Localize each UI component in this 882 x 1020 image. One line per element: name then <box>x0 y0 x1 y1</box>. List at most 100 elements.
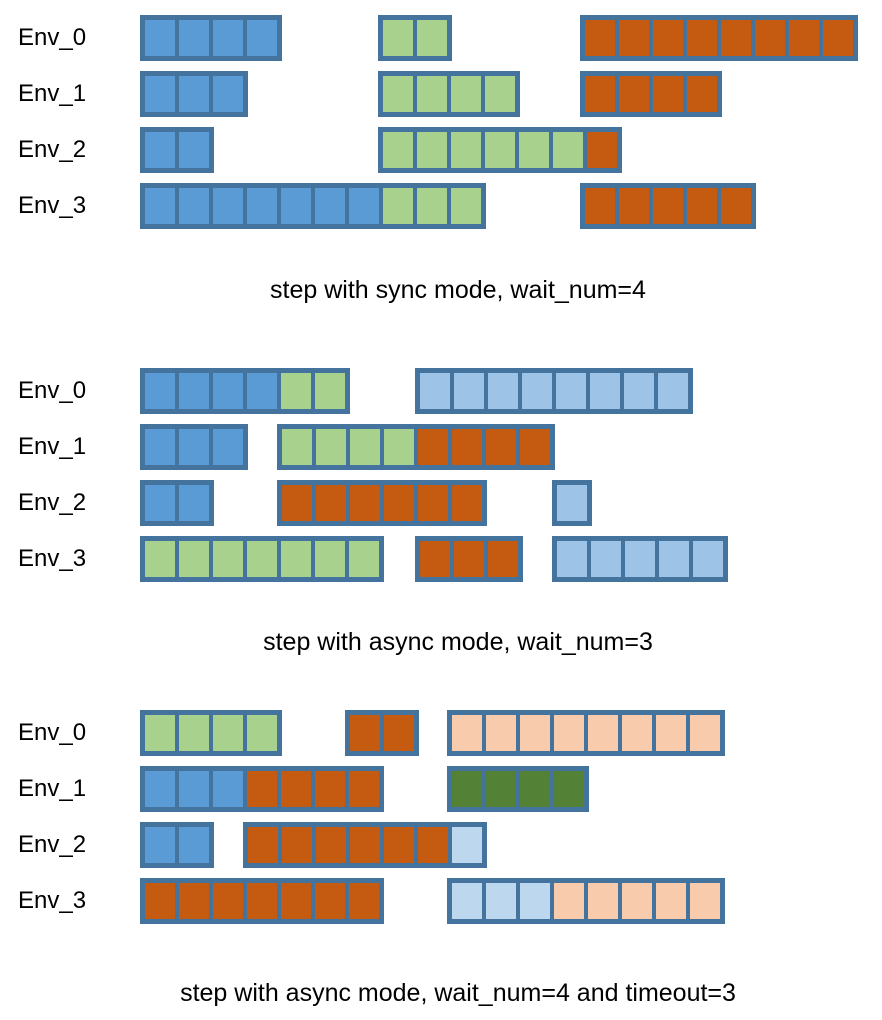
step-cell-orange <box>316 827 346 863</box>
step-cell-blue <box>179 771 209 807</box>
step-group <box>140 15 282 61</box>
env-row: Env_0 <box>0 15 882 61</box>
step-cell-blue <box>281 188 311 224</box>
step-cell-orange <box>452 485 482 521</box>
step-group <box>345 710 419 756</box>
step-cell-orange <box>315 771 345 807</box>
step-cell-orange <box>418 485 448 521</box>
step-cell-blue <box>349 188 379 224</box>
step-group <box>140 766 384 812</box>
step-cell-orange <box>721 188 751 224</box>
step-cell-orange <box>587 132 617 168</box>
step-cell-green <box>451 188 481 224</box>
step-cell-green <box>350 429 380 465</box>
step-cell-orange <box>520 429 550 465</box>
step-cell-green <box>179 541 209 577</box>
step-cell-dark_green <box>452 771 482 807</box>
step-cell-orange <box>653 20 683 56</box>
step-cell-blue <box>213 429 243 465</box>
step-cell-blue <box>213 76 243 112</box>
step-cell-peach <box>656 715 686 751</box>
step-cell-blue <box>247 188 277 224</box>
step-cell-orange <box>486 429 516 465</box>
step-cell-peach <box>452 715 482 751</box>
step-cell-orange <box>721 20 751 56</box>
step-cell-light_blue <box>454 373 484 409</box>
step-cell-blue <box>145 373 175 409</box>
step-cell-pale_blue <box>520 883 550 919</box>
step-cell-orange <box>384 715 414 751</box>
step-cell-orange <box>281 883 311 919</box>
step-group <box>140 822 214 868</box>
step-cell-orange <box>755 20 785 56</box>
step-cell-dark_green <box>554 771 584 807</box>
step-group <box>277 480 487 526</box>
step-cell-blue <box>213 771 243 807</box>
step-cell-orange <box>789 20 819 56</box>
step-cell-blue <box>145 485 175 521</box>
step-cell-blue <box>179 76 209 112</box>
step-cell-orange <box>384 827 414 863</box>
step-cell-pale_blue <box>452 883 482 919</box>
step-cell-orange <box>247 771 277 807</box>
step-cell-peach <box>690 883 720 919</box>
step-cell-dark_green <box>520 771 550 807</box>
step-cell-orange <box>454 541 484 577</box>
step-cell-orange <box>619 20 649 56</box>
env-label: Env_1 <box>18 433 87 460</box>
step-group <box>415 368 693 414</box>
step-cell-blue <box>145 20 175 56</box>
step-group <box>140 424 248 470</box>
step-cell-orange <box>349 883 379 919</box>
step-cell-light_blue <box>591 541 621 577</box>
step-cell-green <box>383 132 413 168</box>
step-group <box>277 424 555 470</box>
env-label: Env_0 <box>18 24 87 51</box>
env-row: Env_3 <box>0 878 882 924</box>
step-group <box>140 536 384 582</box>
step-cell-light_blue <box>522 373 552 409</box>
step-cell-light_blue <box>557 485 587 521</box>
step-group <box>580 183 756 229</box>
step-cell-blue <box>145 132 175 168</box>
step-group <box>447 710 725 756</box>
step-cell-green <box>213 541 243 577</box>
step-cell-blue <box>145 76 175 112</box>
step-cell-peach <box>588 715 618 751</box>
step-cell-blue <box>179 827 209 863</box>
env-row: Env_0 <box>0 368 882 414</box>
step-cell-pale_blue <box>486 883 516 919</box>
step-cell-orange <box>213 883 243 919</box>
step-cell-blue <box>179 373 209 409</box>
step-cell-green <box>451 132 481 168</box>
step-group <box>140 480 214 526</box>
step-group <box>140 368 350 414</box>
step-cell-pale_blue <box>452 827 482 863</box>
step-cell-peach <box>622 715 652 751</box>
step-cell-green <box>383 76 413 112</box>
step-cell-green <box>315 541 345 577</box>
step-cell-orange <box>350 485 380 521</box>
step-cell-orange <box>687 76 717 112</box>
step-group <box>243 822 487 868</box>
step-cell-green <box>316 429 346 465</box>
step-cell-peach <box>554 715 584 751</box>
step-group <box>378 127 622 173</box>
step-cell-green <box>384 429 414 465</box>
step-cell-blue <box>213 373 243 409</box>
step-cell-blue <box>179 188 209 224</box>
step-cell-light_blue <box>557 541 587 577</box>
env-label: Env_2 <box>18 489 87 516</box>
step-cell-blue <box>213 20 243 56</box>
env-row: Env_1 <box>0 71 882 117</box>
step-cell-orange <box>585 76 615 112</box>
step-group <box>378 71 520 117</box>
env-label: Env_3 <box>18 192 87 219</box>
step-cell-light_blue <box>590 373 620 409</box>
step-cell-orange <box>248 827 278 863</box>
step-cell-green <box>179 715 209 751</box>
step-cell-orange <box>315 883 345 919</box>
